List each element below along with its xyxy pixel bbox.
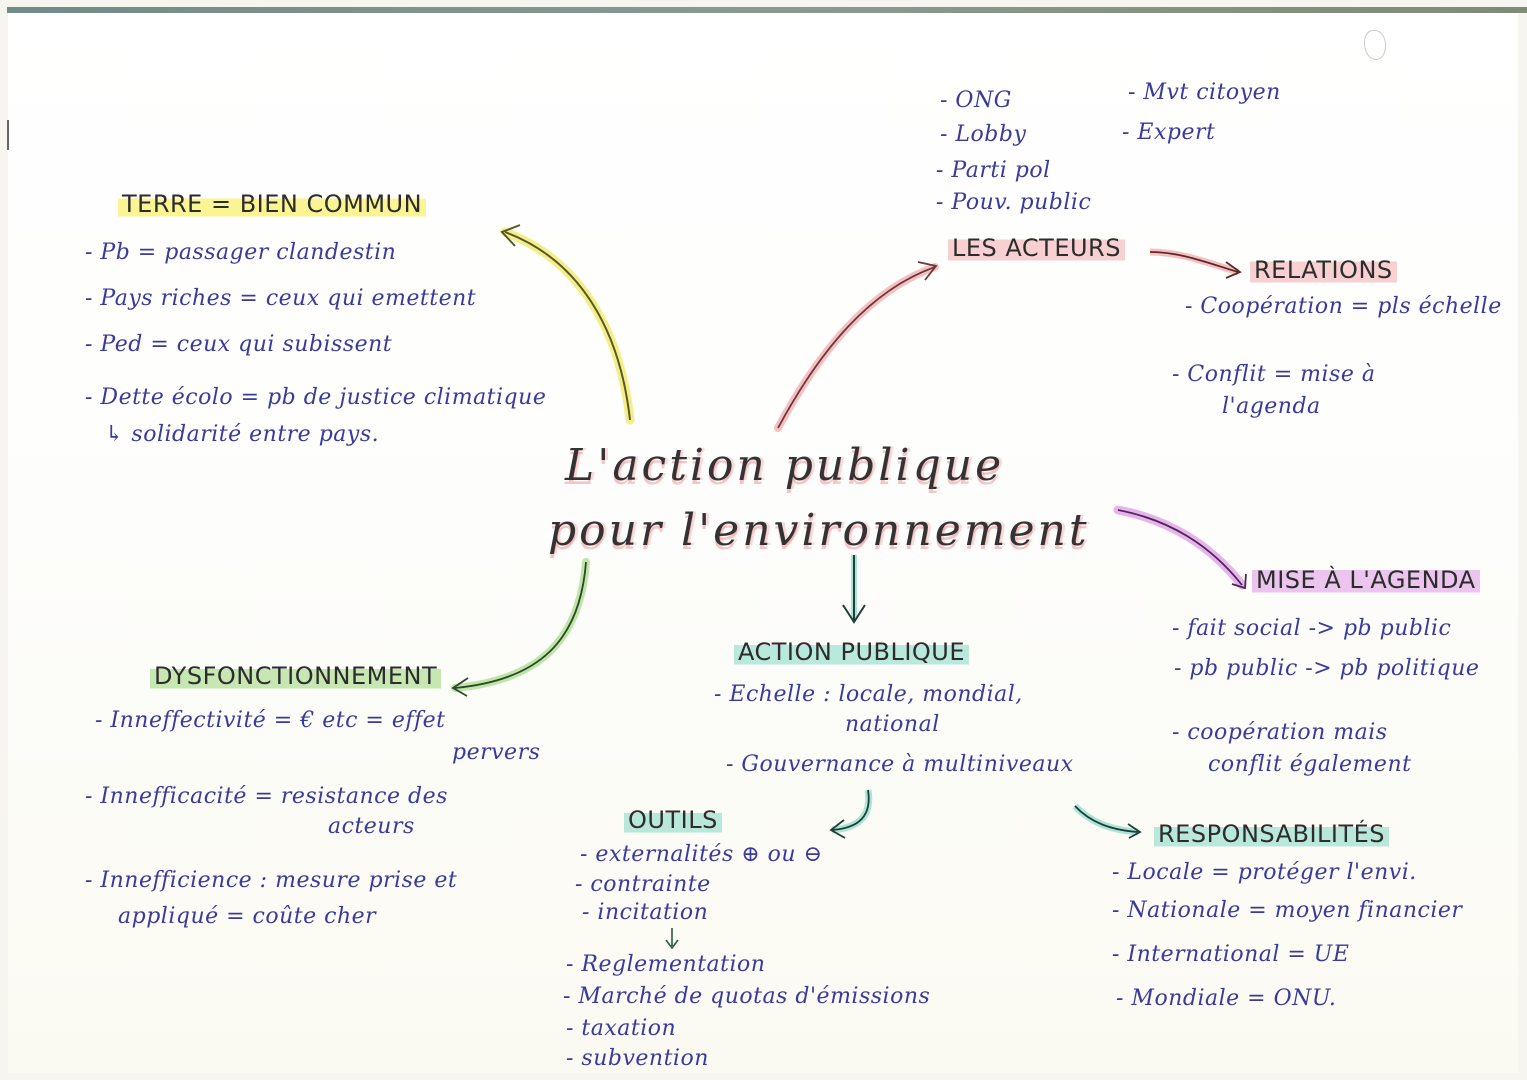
terre-heading: TERRE = BIEN COMMUN (118, 190, 427, 218)
arrow-to-action-publique-icon (842, 555, 866, 624)
action-publique-item: - Gouvernance à multiniveaux (726, 752, 1074, 777)
agenda-item: - coopération mais (1172, 720, 1388, 745)
acteur-item: - Mvt citoyen (1128, 80, 1281, 105)
acteur-item: - Lobby (940, 122, 1027, 147)
dysfonctionnement-heading: DYSFONCTIONNEMENT (150, 662, 442, 690)
responsabilites-item: - Nationale = moyen financier (1112, 898, 1463, 923)
responsabilites-item: - International = UE (1112, 942, 1350, 967)
agenda-item: - pb public -> pb politique (1174, 656, 1480, 681)
outils-heading: OUTILS (624, 806, 722, 834)
acteur-item: - Pouv. public (936, 190, 1092, 215)
agenda-item: - fait social -> pb public (1172, 616, 1452, 641)
dysfonctionnement-item: - Innefficacité = resistance des (85, 784, 448, 809)
dysfonctionnement-item: - Innefficience : mesure prise et (85, 868, 458, 893)
responsabilites-item: - Locale = protéger l'envi. (1112, 860, 1417, 885)
action-publique-heading: ACTION PUBLIQUE (734, 638, 970, 666)
arrow-to-acteurs-icon (774, 261, 939, 432)
relations-item: l'agenda (1222, 394, 1321, 419)
center-title-line1: L'action publique (565, 440, 1005, 491)
photo-top-edge (7, 7, 1527, 13)
arrow-to-terre-icon (500, 224, 635, 425)
arrow-to-outils-icon (829, 789, 873, 839)
terre-item: ↳ solidarité entre pays. (105, 422, 380, 447)
action-publique-item: - Echelle : locale, mondial, (714, 682, 1023, 707)
responsabilites-heading: RESPONSABILITÉS (1154, 820, 1390, 848)
dysfonctionnement-item: acteurs (328, 814, 415, 839)
agenda-heading: MISE À L'AGENDA (1252, 566, 1480, 594)
responsabilites-item: - Mondiale = ONU. (1116, 986, 1337, 1011)
paper-smudge (1364, 30, 1386, 60)
acteur-item: - Expert (1122, 120, 1216, 145)
terre-item: - Pb = passager clandestin (85, 240, 397, 265)
paper-left-edge (7, 120, 9, 150)
outils-item: - Marché de quotas d'émissions (563, 984, 931, 1009)
dysfonctionnement-item: - Inneffectivité = € etc = effet (95, 708, 446, 733)
agenda-item: conflit également (1208, 752, 1412, 777)
outils-item: - externalités ⊕ ou ⊖ (580, 842, 823, 867)
dysfonctionnement-item: pervers (452, 740, 541, 765)
terre-item: - Pays riches = ceux qui emettent (85, 286, 477, 311)
outils-item: - Reglementation (566, 952, 766, 977)
dysfonctionnement-item: appliqué = coûte cher (118, 904, 377, 929)
acteur-item: - ONG (940, 88, 1012, 113)
action-publique-item: national (845, 712, 940, 737)
arrow-to-agenda-icon (1113, 505, 1247, 590)
relations-item: - Coopération = pls échelle (1185, 294, 1502, 319)
arrow-to-dysfonctionnement-icon (451, 558, 590, 697)
center-title-line2: pour l'environnement (548, 505, 1090, 556)
outils-item: - taxation (566, 1016, 677, 1041)
outils-item: - incitation (582, 900, 709, 925)
acteur-item: - Parti pol (936, 158, 1051, 183)
relations-item: - Conflit = mise à (1172, 362, 1376, 387)
terre-item: - Ped = ceux qui subissent (85, 332, 393, 357)
terre-item: - Dette écolo = pb de justice climatique (85, 385, 547, 410)
outils-item: - contrainte (575, 872, 711, 897)
arrow-to-responsabilites-icon (1072, 803, 1142, 839)
paper-sheet (8, 13, 1518, 1073)
relations-heading: RELATIONS (1250, 256, 1397, 284)
outils-item: - subvention (566, 1046, 709, 1071)
arrow-incitation-down-icon (665, 928, 679, 950)
arrow-to-relations-icon (1149, 248, 1242, 279)
acteurs-heading: LES ACTEURS (948, 234, 1125, 262)
